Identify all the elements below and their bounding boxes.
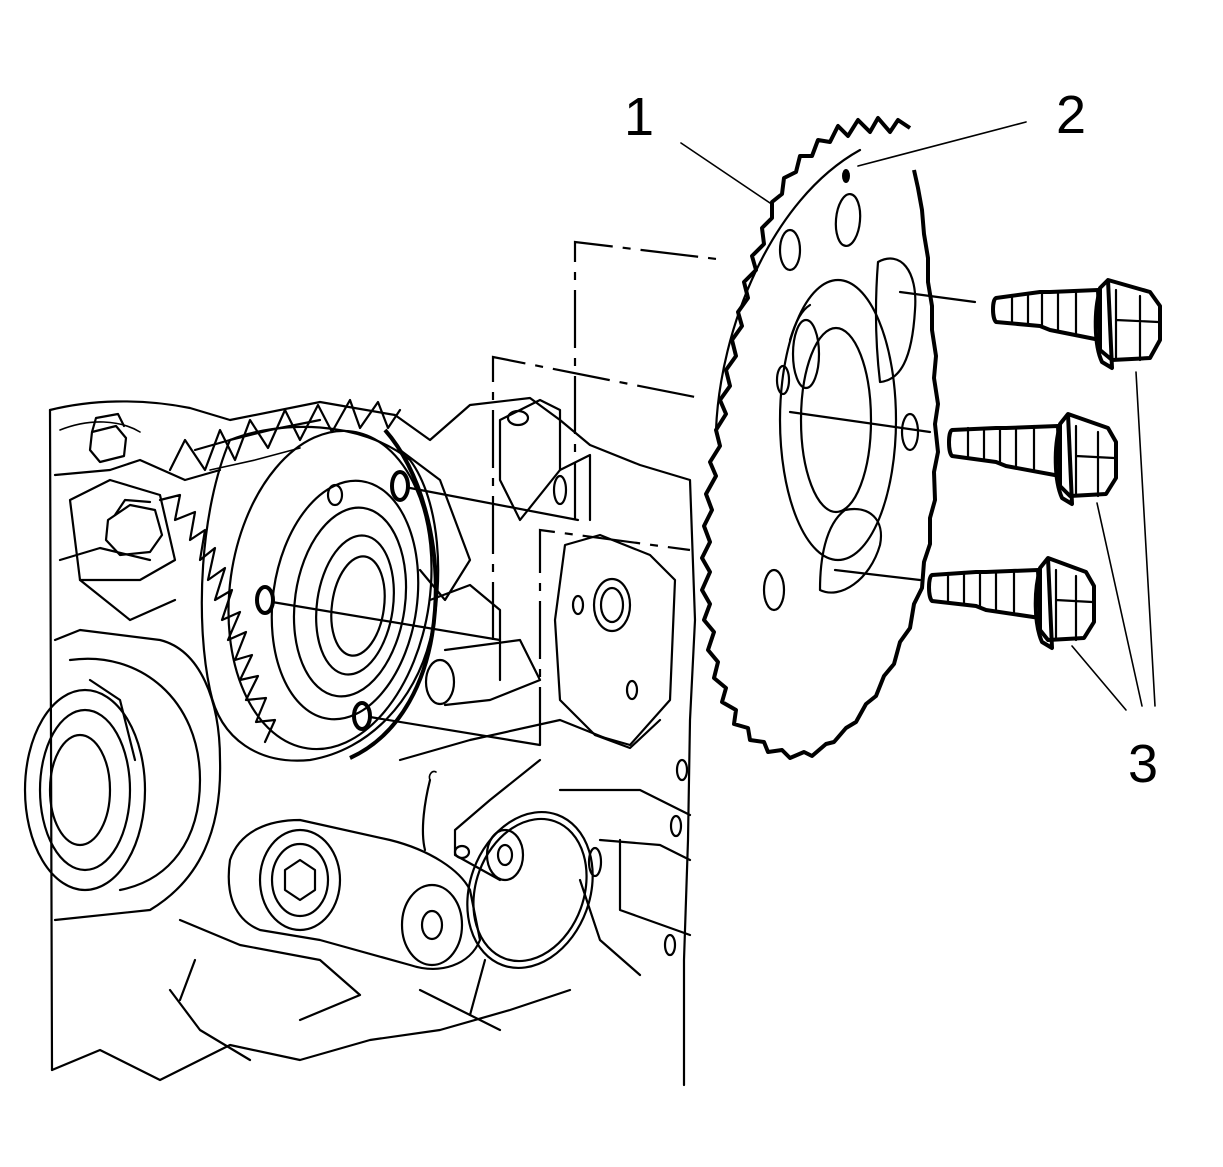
- bolt-middle: [947, 412, 1118, 506]
- engine-block: [23, 396, 697, 1087]
- crankshaft-sprocket: [700, 116, 940, 760]
- leader-line-2: [857, 121, 1027, 167]
- timing-mark: [842, 169, 850, 183]
- leader-line-1: [680, 142, 771, 204]
- leader-line-3b: [1096, 502, 1143, 707]
- alignment-guides: [270, 240, 977, 747]
- camshaft-hub: [200, 425, 440, 762]
- bolt-lower: [927, 556, 1096, 650]
- callout-leaders: [680, 121, 1156, 711]
- callout-2: 2: [1056, 85, 1086, 145]
- camshaft-gear-teeth: [158, 398, 402, 744]
- callout-3: 3: [1128, 734, 1158, 794]
- leader-line-3a: [1135, 371, 1156, 707]
- leader-line-3c: [1071, 645, 1127, 711]
- callout-1: 1: [624, 87, 654, 147]
- callout-labels: 1 2 3: [624, 85, 1158, 794]
- bolt-upper: [991, 278, 1162, 370]
